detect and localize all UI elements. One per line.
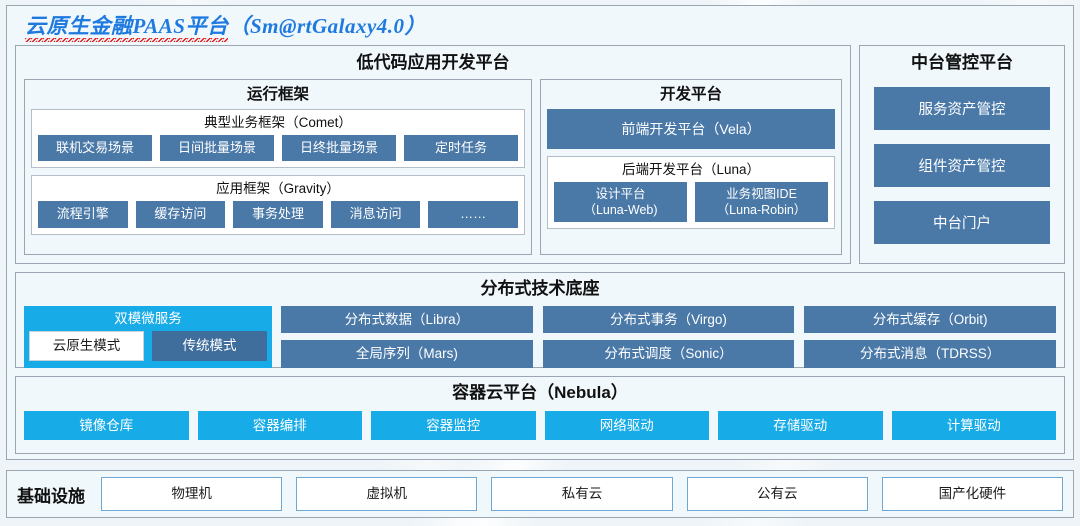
infrastructure-item-row: 物理机 虚拟机 私有云 公有云 国产化硬件 bbox=[101, 477, 1064, 511]
container-cloud-panel: 容器云平台（Nebula） 镜像仓库 容器编排 容器监控 网络驱动 存储驱动 计… bbox=[15, 376, 1065, 455]
midoffice-item-service-asset[interactable]: 服务资产管控 bbox=[874, 86, 1050, 130]
gravity-item[interactable]: 缓存访问 bbox=[135, 201, 226, 228]
luna-heading: 后端开发平台（Luna） bbox=[621, 161, 761, 177]
comet-item[interactable]: 定时任务 bbox=[404, 134, 518, 162]
midoffice-heading: 中台管控平台 bbox=[911, 53, 1013, 73]
gravity-item[interactable]: 消息访问 bbox=[330, 201, 421, 228]
infra-item-domestic-hardware[interactable]: 国产化硬件 bbox=[881, 477, 1064, 511]
runtime-framework-panel: 运行框架 典型业务框架（Comet） 联机交易场景 日间批量场景 日终批量场景 … bbox=[24, 78, 532, 256]
midoffice-item-list: 服务资产管控 组件资产管控 中台门户 bbox=[874, 86, 1050, 244]
lowcode-platform-panel: 低代码应用开发平台 运行框架 典型业务框架（Comet） 联机交易场景 日间批量… bbox=[15, 45, 851, 265]
page-title-version: （Sm@rtGalaxy4.0） bbox=[228, 14, 427, 38]
runtime-framework-heading: 运行框架 bbox=[246, 85, 309, 103]
distributed-base-body: 双模微服务 云原生模式 传统模式 分布式数据（Libra） 分布式事务（Virg… bbox=[24, 305, 1056, 368]
gravity-group: 应用框架（Gravity） 流程引擎 缓存访问 事务处理 消息访问 …… bbox=[31, 175, 525, 235]
gravity-heading: 应用框架（Gravity） bbox=[216, 181, 340, 197]
luna-web-line1: 设计平台 bbox=[595, 186, 646, 201]
midoffice-item-portal[interactable]: 中台门户 bbox=[874, 200, 1050, 244]
infra-item-virtual-machine[interactable]: 虚拟机 bbox=[296, 477, 478, 511]
comet-item[interactable]: 日间批量场景 bbox=[160, 134, 274, 162]
base-item-orbit[interactable]: 分布式缓存（Orbit) bbox=[804, 305, 1056, 334]
base-item-tdrss[interactable]: 分布式消息（TDRSS） bbox=[804, 340, 1056, 368]
development-platform-panel: 开发平台 前端开发平台（Vela） 后端开发平台（Luna） 设计平台 （Lun… bbox=[540, 78, 842, 256]
distributed-base-grid: 分布式数据（Libra） 分布式事务（Virgo) 分布式缓存（Orbit) 全… bbox=[281, 305, 1056, 368]
base-item-libra[interactable]: 分布式数据（Libra） bbox=[281, 305, 533, 334]
gravity-item[interactable]: 流程引擎 bbox=[38, 201, 128, 228]
distributed-base-heading: 分布式技术底座 bbox=[480, 279, 600, 299]
midoffice-control-panel: 中台管控平台 服务资产管控 组件资产管控 中台门户 bbox=[859, 45, 1065, 265]
container-item-network-driver[interactable]: 网络驱动 bbox=[544, 410, 709, 441]
gravity-item-more[interactable]: …… bbox=[428, 201, 518, 228]
base-item-mars[interactable]: 全局序列（Mars) bbox=[281, 340, 533, 368]
comet-group: 典型业务框架（Comet） 联机交易场景 日间批量场景 日终批量场景 定时任务 bbox=[31, 108, 525, 169]
gravity-chip-row: 流程引擎 缓存访问 事务处理 消息访问 …… bbox=[38, 201, 518, 228]
luna-robin-line2: （Luna-Robin） bbox=[716, 202, 807, 217]
comet-heading: 典型业务框架（Comet） bbox=[204, 114, 352, 130]
luna-chip-row: 设计平台 （Luna-Web) 业务视图IDE （Luna-Robin） bbox=[554, 181, 828, 222]
infrastructure-panel: 基础设施 物理机 虚拟机 私有云 公有云 国产化硬件 bbox=[6, 470, 1074, 518]
dual-mode-microservice-block: 双模微服务 云原生模式 传统模式 bbox=[24, 305, 272, 368]
page-title-chinese: 云原生金融PAAS平台 bbox=[25, 14, 229, 42]
infra-item-public-cloud[interactable]: 公有云 bbox=[686, 477, 868, 511]
base-item-sonic[interactable]: 分布式调度（Sonic） bbox=[542, 340, 795, 368]
backend-dev-platform-luna-group: 后端开发平台（Luna） 设计平台 （Luna-Web) 业务视图IDE （Lu… bbox=[547, 155, 835, 229]
page-title: 云原生金融PAAS平台（Sm@rtGalaxy4.0） bbox=[15, 12, 426, 42]
development-platform-heading: 开发平台 bbox=[659, 85, 722, 103]
mode-cloud-native[interactable]: 云原生模式 bbox=[29, 331, 144, 361]
lowcode-platform-heading: 低代码应用开发平台 bbox=[356, 53, 510, 73]
top-row: 低代码应用开发平台 运行框架 典型业务框架（Comet） 联机交易场景 日间批量… bbox=[15, 45, 1065, 265]
luna-robin-business-view-ide[interactable]: 业务视图IDE （Luna-Robin） bbox=[695, 181, 828, 222]
base-item-virgo[interactable]: 分布式事务（Virgo) bbox=[542, 305, 795, 334]
frontend-dev-platform-vela[interactable]: 前端开发平台（Vela） bbox=[547, 108, 835, 149]
luna-web-design-platform[interactable]: 设计平台 （Luna-Web) bbox=[554, 181, 687, 222]
infra-item-physical-machine[interactable]: 物理机 bbox=[101, 477, 283, 511]
container-item-monitoring[interactable]: 容器监控 bbox=[371, 410, 536, 441]
platform-main-frame: 云原生金融PAAS平台（Sm@rtGalaxy4.0） 低代码应用开发平台 运行… bbox=[6, 5, 1074, 460]
container-item-image-registry[interactable]: 镜像仓库 bbox=[24, 410, 189, 441]
midoffice-item-component-asset[interactable]: 组件资产管控 bbox=[874, 143, 1050, 187]
container-item-row: 镜像仓库 容器编排 容器监控 网络驱动 存储驱动 计算驱动 bbox=[24, 410, 1056, 441]
comet-item[interactable]: 日终批量场景 bbox=[282, 134, 396, 162]
comet-chip-row: 联机交易场景 日间批量场景 日终批量场景 定时任务 bbox=[38, 134, 518, 162]
distributed-base-panel: 分布式技术底座 双模微服务 云原生模式 传统模式 分布式数据（Libra） 分布… bbox=[15, 272, 1065, 369]
container-cloud-heading: 容器云平台（Nebula） bbox=[452, 383, 628, 403]
comet-item[interactable]: 联机交易场景 bbox=[38, 134, 152, 162]
container-item-orchestration[interactable]: 容器编排 bbox=[197, 410, 362, 441]
lowcode-columns: 运行框架 典型业务框架（Comet） 联机交易场景 日间批量场景 日终批量场景 … bbox=[24, 78, 842, 256]
mode-traditional[interactable]: 传统模式 bbox=[152, 331, 267, 361]
luna-web-line2: （Luna-Web) bbox=[583, 202, 658, 217]
infra-item-private-cloud[interactable]: 私有云 bbox=[491, 477, 673, 511]
container-item-storage-driver[interactable]: 存储驱动 bbox=[718, 410, 883, 441]
infrastructure-label: 基础设施 bbox=[17, 486, 85, 506]
container-item-compute-driver[interactable]: 计算驱动 bbox=[891, 410, 1056, 441]
luna-robin-line1: 业务视图IDE bbox=[726, 186, 797, 201]
dual-mode-title: 双模微服务 bbox=[114, 310, 182, 326]
dual-mode-mode-row: 云原生模式 传统模式 bbox=[29, 331, 267, 361]
gravity-item[interactable]: 事务处理 bbox=[233, 201, 323, 228]
